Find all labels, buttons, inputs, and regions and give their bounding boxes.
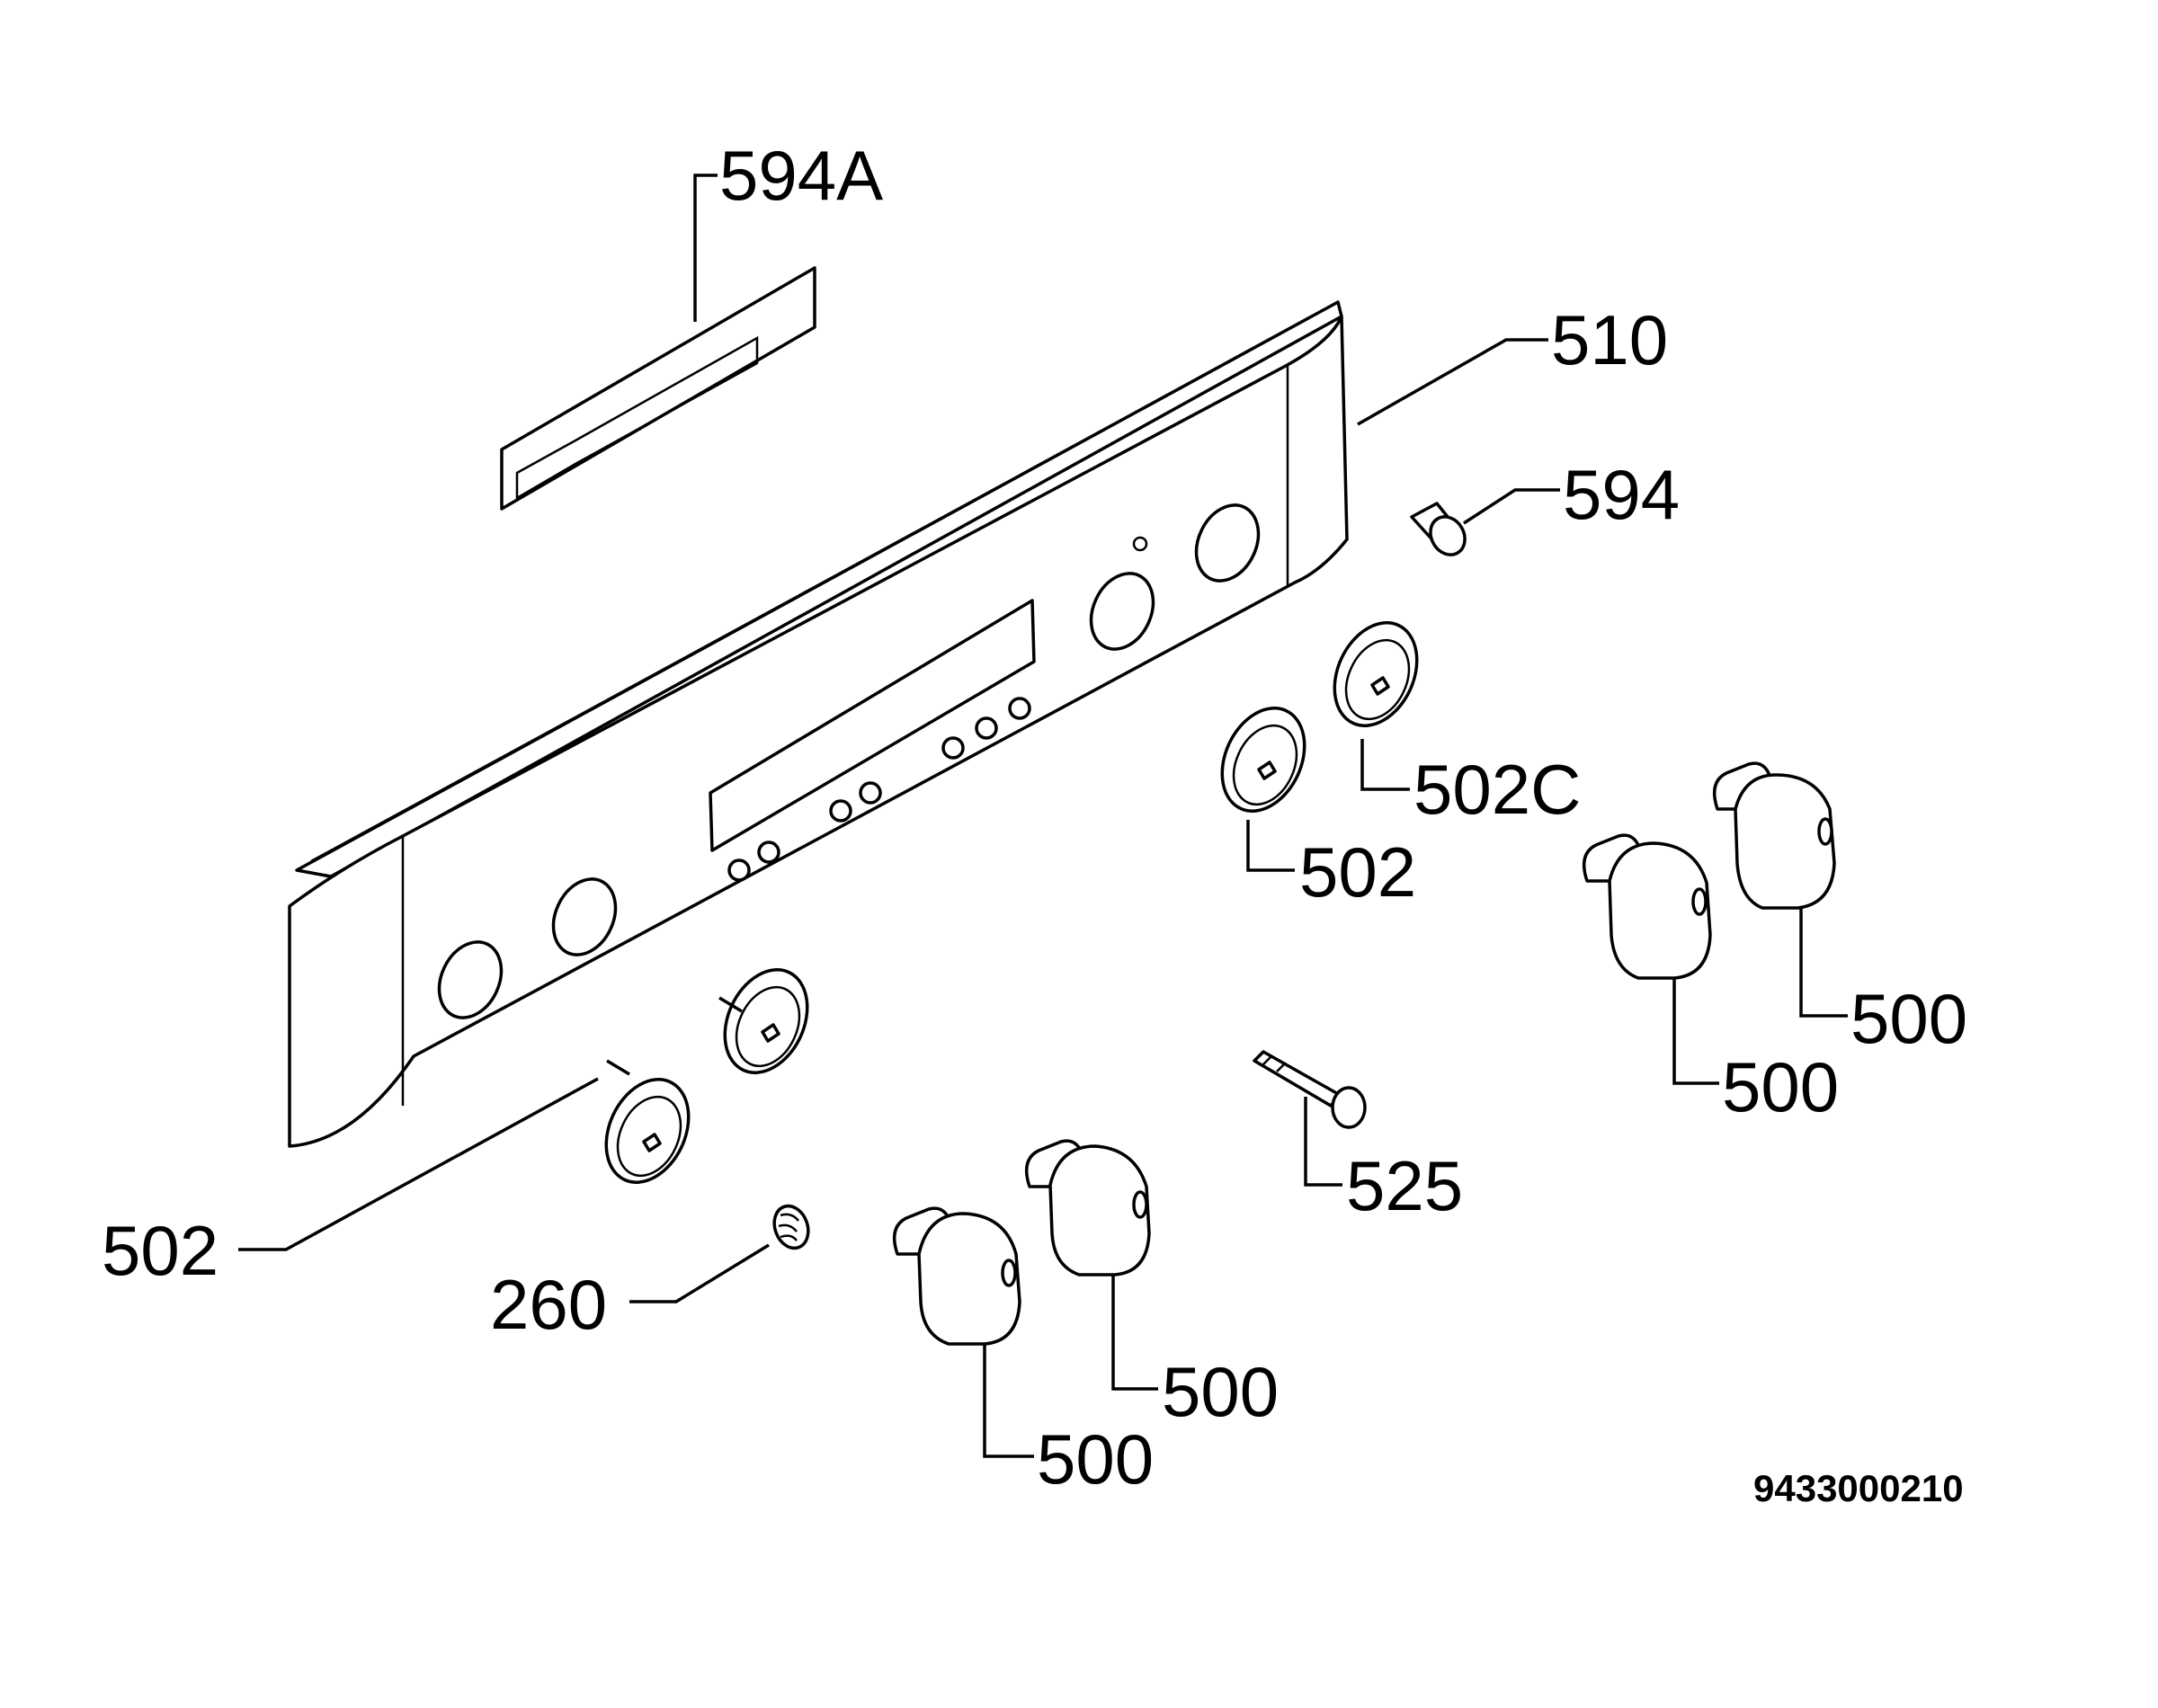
leader-502c bbox=[1360, 739, 1410, 791]
part-500-knob-a: 500 bbox=[892, 1206, 1154, 1499]
leader-525 bbox=[1304, 1097, 1342, 1187]
leader-500-a bbox=[983, 1344, 1034, 1458]
callout-502-right: 502 bbox=[1299, 832, 1416, 912]
leader-510 bbox=[1357, 338, 1548, 426]
callout-500-c: 500 bbox=[1722, 1047, 1839, 1126]
leader-500-d bbox=[1799, 908, 1848, 1018]
callout-502-left: 502 bbox=[102, 1211, 218, 1290]
leader-594a bbox=[693, 173, 718, 322]
callout-500-d: 500 bbox=[1850, 979, 1967, 1058]
part-525-shaft: 525 bbox=[1253, 1050, 1463, 1225]
part-502-bezels-left: 502 bbox=[102, 968, 809, 1290]
leader-260 bbox=[629, 1243, 770, 1303]
part-500-knob-b: 500 bbox=[1024, 1139, 1279, 1431]
callout-502c: 502C bbox=[1413, 750, 1581, 829]
part-502-bezel-right: 502 bbox=[1220, 707, 1416, 912]
callout-500-b: 500 bbox=[1162, 1352, 1279, 1431]
callout-525: 525 bbox=[1346, 1146, 1463, 1225]
part-510-control-panel: 510 bbox=[288, 300, 1668, 1148]
part-594a-label-strip: 594A bbox=[500, 136, 883, 511]
leader-502-right bbox=[1246, 820, 1295, 872]
part-500-knob-d: 500 bbox=[1712, 761, 1967, 1058]
leader-594 bbox=[1463, 488, 1560, 525]
part-500-knob-c: 500 bbox=[1582, 833, 1839, 1126]
leader-502-left bbox=[238, 1077, 599, 1251]
callout-594: 594 bbox=[1563, 455, 1680, 534]
callout-594a: 594A bbox=[719, 136, 883, 215]
leader-500-c bbox=[1672, 978, 1719, 1085]
callout-500-a: 500 bbox=[1037, 1419, 1154, 1499]
part-502c-bezel: 502C bbox=[1333, 621, 1581, 829]
part-594-lamp: 594 bbox=[1410, 455, 1680, 556]
callout-510: 510 bbox=[1551, 300, 1668, 379]
document-number: 9433000210 bbox=[1753, 1467, 1964, 1509]
leader-500-b bbox=[1111, 1275, 1158, 1391]
part-260-spring: 260 bbox=[490, 1204, 810, 1344]
callout-260: 260 bbox=[490, 1265, 607, 1344]
